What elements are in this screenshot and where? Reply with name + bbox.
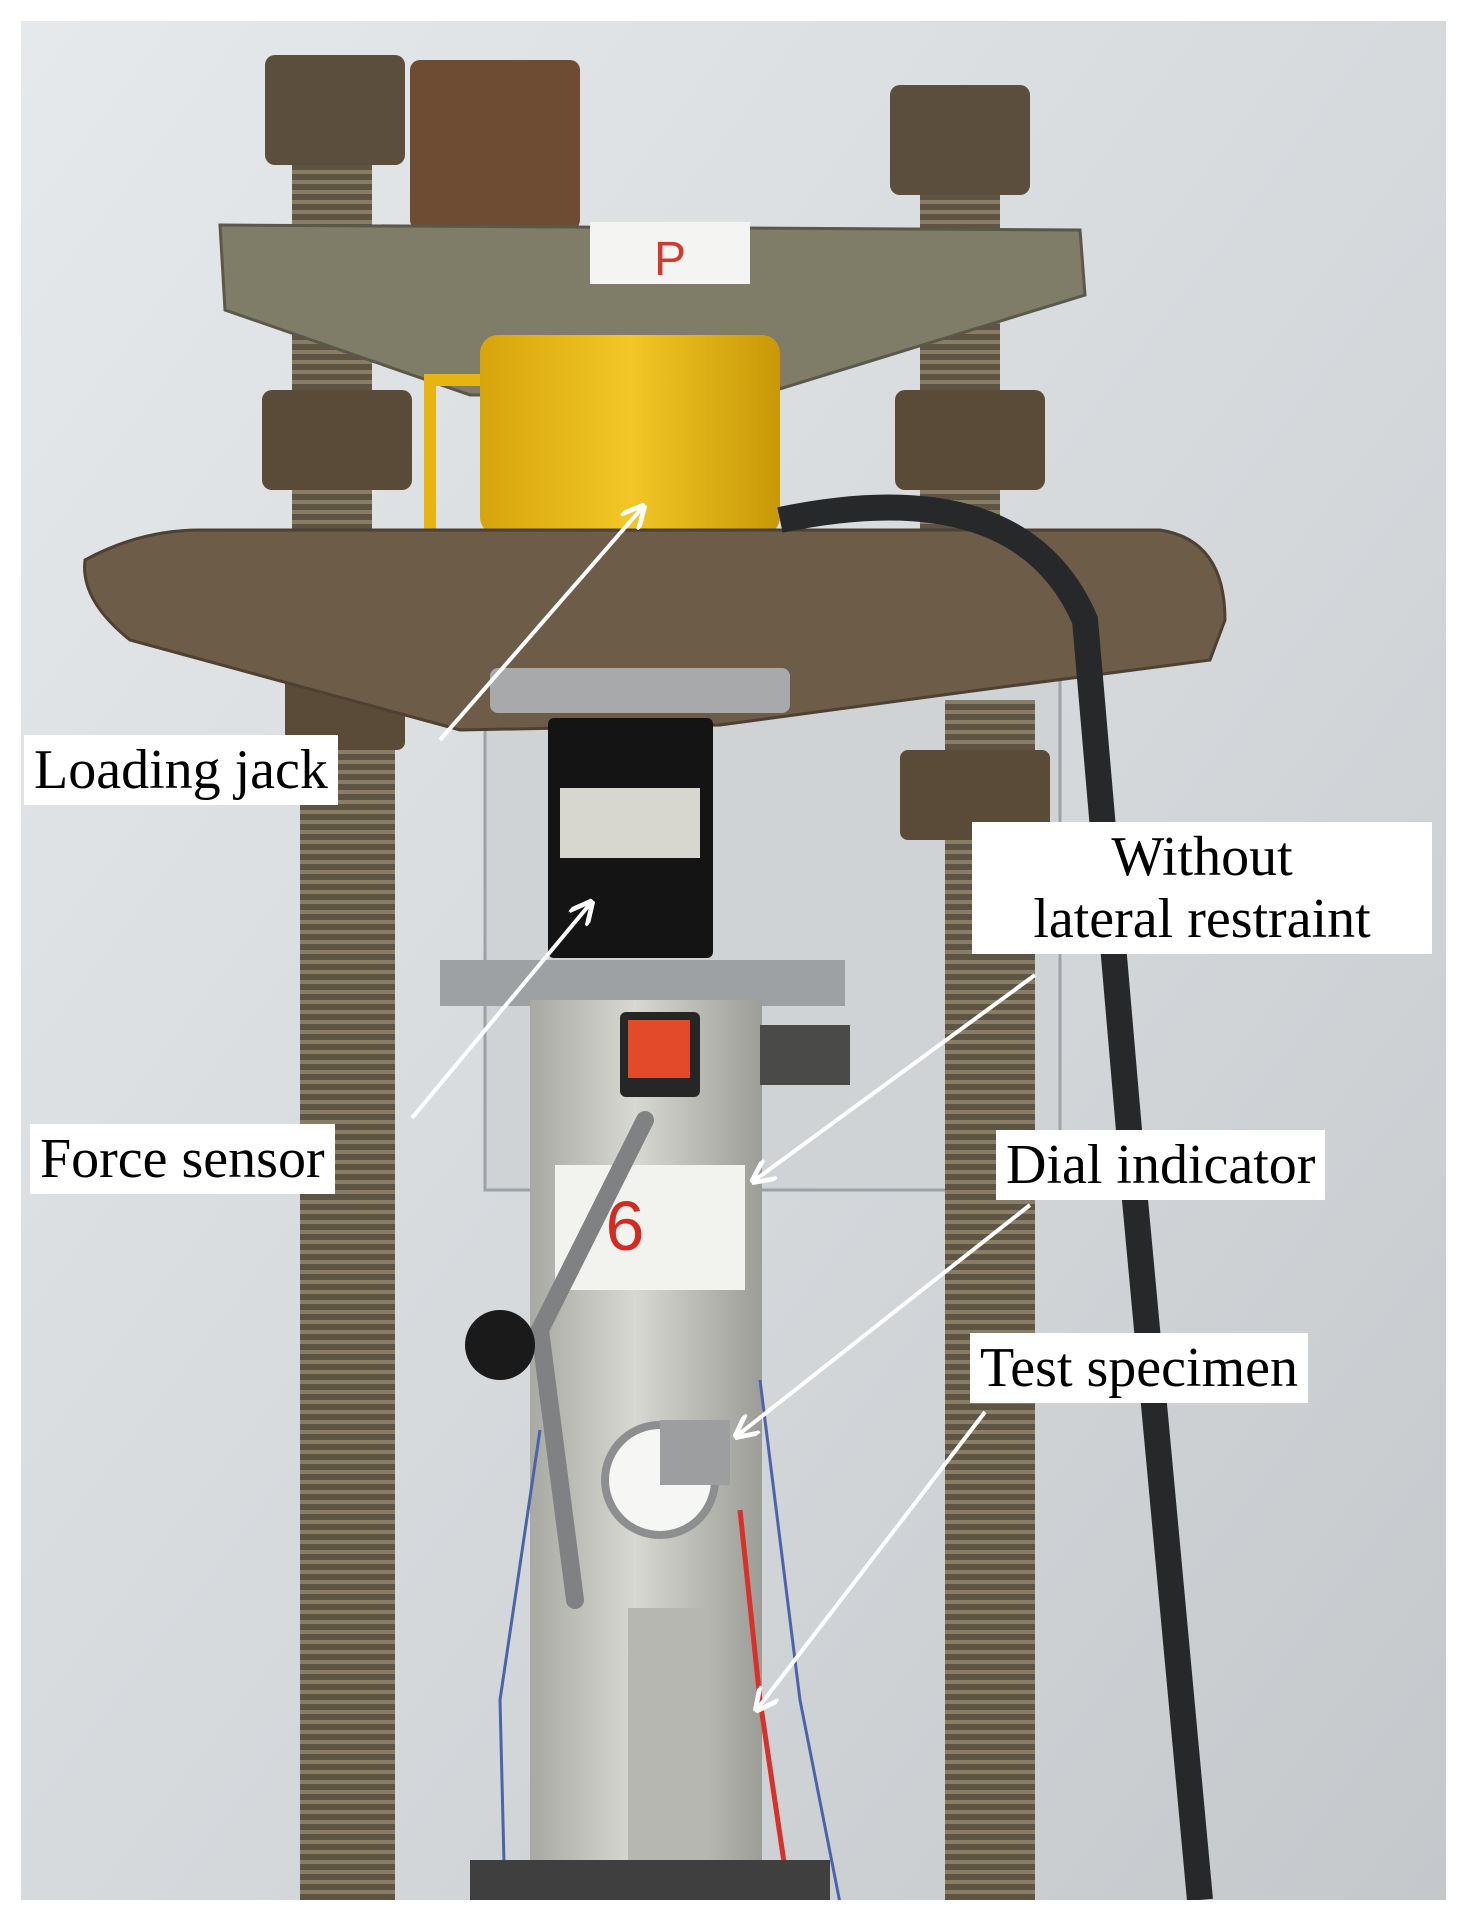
nut-top-right (890, 85, 1030, 195)
blue-wire-left (498, 1429, 542, 1904)
plate-tag (590, 222, 750, 284)
label-force-sensor: Force sensor (30, 1124, 335, 1194)
hydraulic-hose (777, 494, 1213, 1902)
jack-handle (424, 374, 480, 530)
label-dial-indicator: Dial indicator (996, 1130, 1326, 1200)
label-without-line1: Without (1111, 826, 1293, 888)
steel-plate-upper (490, 668, 790, 713)
label-test-specimen: Test specimen (970, 1333, 1308, 1403)
plate-tag-text: P (654, 233, 686, 286)
base-plate (83, 528, 1227, 732)
indicator-arm (530, 1111, 654, 1609)
label-without-lateral-restraint: Without lateral restraint (972, 822, 1432, 954)
photo-border (15, 15, 1452, 1906)
arrow-loading-jack (438, 508, 642, 742)
nut-mid-left (262, 390, 412, 490)
small-specimen-block (628, 1608, 708, 1903)
bottom-plate (470, 1860, 830, 1903)
magnetic-base-face (628, 1020, 690, 1078)
arm-knob (465, 1310, 535, 1380)
arrow-without-restraint (755, 973, 1037, 1180)
label-without-line2: lateral restraint (1033, 888, 1371, 950)
loading-jack-body (480, 335, 780, 535)
arrow-test-specimen (758, 1410, 987, 1708)
threaded-rod-left (300, 640, 395, 1903)
blue-wire (758, 1379, 842, 1904)
arrow-force-sensor (410, 904, 590, 1120)
wooden-block (410, 60, 580, 230)
nut-mid-right (895, 390, 1045, 490)
nut-top-left (265, 55, 405, 165)
arrow-dial-indicator (738, 1203, 1032, 1435)
nameplate (760, 1025, 850, 1085)
nut-lower-right (900, 750, 1050, 840)
force-sensor-label (560, 788, 700, 858)
steel-plate-lower (440, 960, 845, 1006)
label-loading-jack: Loading jack (24, 735, 338, 805)
dial-holder (660, 1420, 730, 1485)
